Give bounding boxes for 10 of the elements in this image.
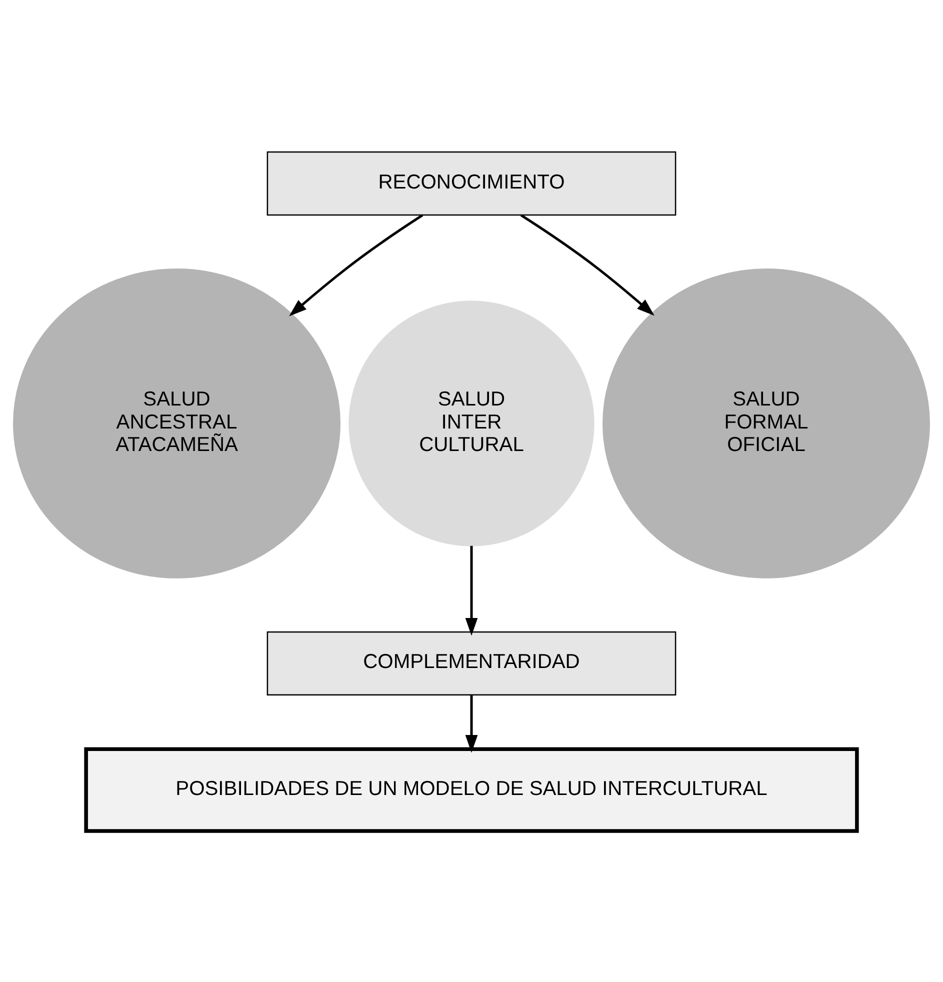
node-circle: SALUD INTER CULTURAL: [348, 300, 594, 546]
arrow: [289, 214, 424, 316]
node-circle: SALUD FORMAL OFICIAL: [602, 268, 930, 578]
node-box: POSIBILIDADES DE UN MODELO DE SALUD INTERCULTURAL: [84, 746, 859, 832]
node-box: COMPLEMENTARIDAD: [266, 630, 676, 696]
arrow: [520, 214, 654, 316]
arrow: [465, 545, 478, 636]
node-circle: SALUD ANCESTRAL ATACAMEÑA: [13, 268, 340, 578]
node-box: RECONOCIMIENTO: [266, 150, 676, 216]
arrow: [465, 694, 478, 752]
